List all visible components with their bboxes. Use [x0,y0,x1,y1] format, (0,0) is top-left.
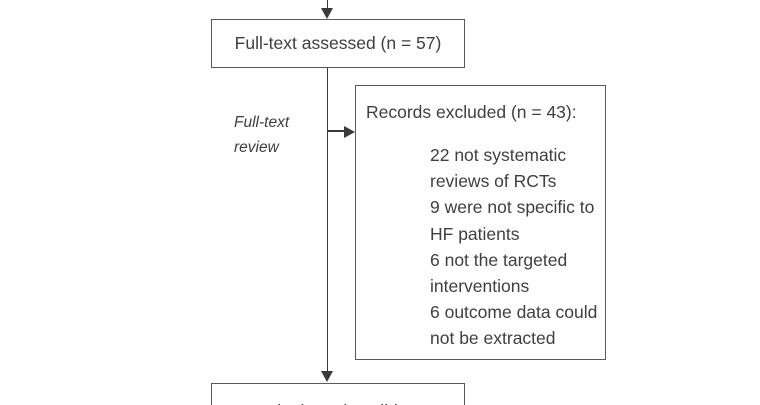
exclusion-reason-line: reviews of RCTs [430,171,557,192]
exclusion-reason-line: 6 not the targeted [430,249,568,270]
exclusion-reason-line: 22 not systematic [430,145,567,165]
connector-incoming-line [326,0,329,10]
exclusion-reason-line: 9 were not specific to [430,197,595,218]
exclusion-reasons-list: 22 not systematic reviews of RCTs 9 were… [430,142,597,352]
connector-exclusion-branch-line [328,130,348,132]
edge-label-fulltext-review: Full-text review [234,110,289,160]
exclusion-reason-line: 6 outcome data could [430,302,598,323]
connector-incoming-arrowhead [321,8,333,19]
connector-main-vertical-line [326,68,329,373]
node-fulltext-assessed-label: Full-text assessed (n = 57) [234,33,442,53]
node-citations-describing: 14 citations describing 8 [211,383,465,405]
connector-to-citations-arrowhead [321,371,333,382]
node-records-excluded-heading: Records excluded (n = 43): [366,102,577,122]
exclusion-reason-line: interventions [430,276,530,297]
node-fulltext-assessed: Full-text assessed (n = 57) [211,19,465,68]
node-citations-describing-label: 14 citations describing 8 [212,401,464,405]
edge-label-fulltext-review-line2: review [234,139,279,156]
exclusion-reason-line: HF patients [430,223,520,244]
exclusion-reason-line: not be extracted [430,328,556,349]
node-records-excluded: Records excluded (n = 43): 22 not system… [355,85,606,360]
connector-exclusion-arrowhead [344,125,355,138]
edge-label-fulltext-review-line1: Full-text [234,114,290,131]
